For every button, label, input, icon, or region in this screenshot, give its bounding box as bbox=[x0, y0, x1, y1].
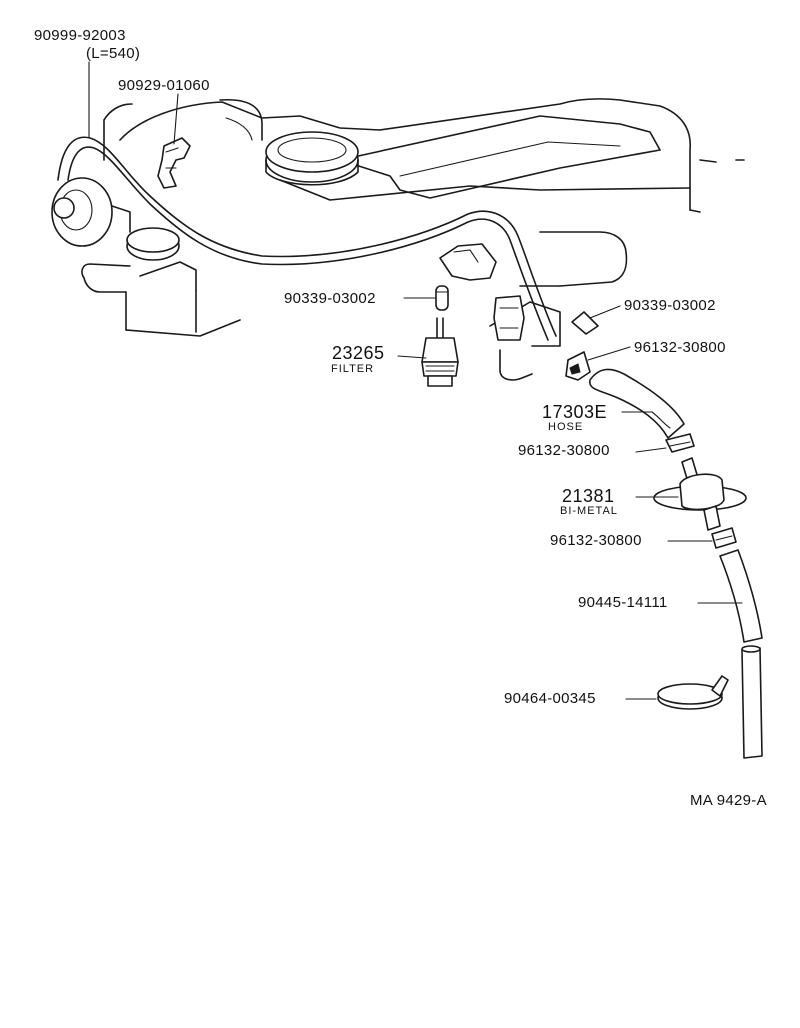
callout-23265-number: 23265 bbox=[332, 343, 385, 363]
callout-96132-c-number: 96132-30800 bbox=[550, 532, 642, 549]
callout-90339-left-number: 90339-03002 bbox=[284, 290, 376, 307]
callout-90929-number: 90929-01060 bbox=[118, 77, 210, 94]
hose-90445-part bbox=[719, 549, 763, 759]
callout-21381-name: BI-METAL bbox=[560, 505, 618, 517]
callout-96132-a-number: 96132-30800 bbox=[634, 339, 726, 356]
callout-23265-name: FILTER bbox=[331, 363, 375, 375]
callout-90999-number: 90999-92003 bbox=[34, 27, 126, 44]
clip-96132-c bbox=[711, 527, 737, 549]
callout-90464-number: 90464-00345 bbox=[504, 690, 596, 707]
callout-90999-length: (L=540) bbox=[86, 45, 141, 62]
callout-17303e-name: HOSE bbox=[548, 421, 584, 433]
filter-23265-part bbox=[421, 317, 459, 387]
vacuum-component bbox=[51, 177, 131, 247]
oil-filler-cap bbox=[265, 131, 359, 186]
leader-lines bbox=[88, 61, 743, 700]
callout-90445-number: 90445-14111 bbox=[578, 594, 668, 611]
clip-96132-a bbox=[565, 351, 591, 381]
callout-17303e-number: 17303E bbox=[542, 402, 608, 422]
bracket-90929-part bbox=[157, 137, 191, 189]
hose-17303e-part bbox=[589, 368, 685, 439]
hose-fitting bbox=[493, 295, 525, 341]
bimetal-21381-part bbox=[653, 457, 747, 531]
engine-block-outline bbox=[81, 98, 745, 381]
callout-96132-b-number: 96132-30800 bbox=[518, 442, 610, 459]
second-cap bbox=[126, 227, 180, 261]
hose-90999-part bbox=[57, 136, 557, 341]
callout-21381-number: 21381 bbox=[562, 486, 615, 506]
figure-code: MA 9429-A bbox=[690, 792, 767, 809]
clamp-90464-part bbox=[657, 675, 729, 710]
plug-90339-left bbox=[435, 285, 449, 311]
clip-96132-b bbox=[665, 433, 695, 453]
callout-90339-right-number: 90339-03002 bbox=[624, 297, 716, 314]
plug-90339-right bbox=[571, 311, 599, 335]
